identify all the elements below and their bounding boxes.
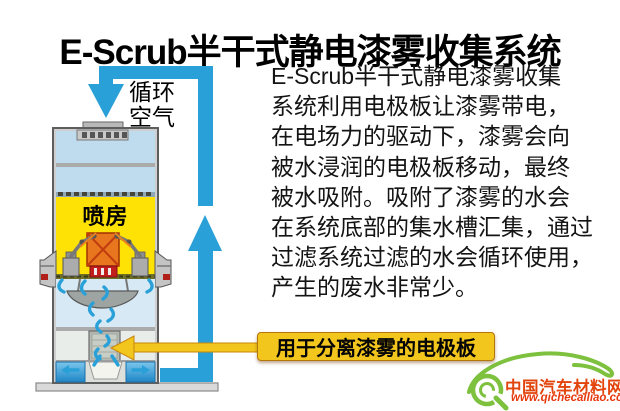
car-outline-icon xyxy=(467,351,615,394)
spray-jet xyxy=(79,232,97,248)
spray-booth-label: 喷房 xyxy=(82,204,129,229)
callout-arrow xyxy=(109,335,259,361)
filter-dashes xyxy=(58,192,151,196)
paint-robot-right xyxy=(114,232,149,277)
logo-q-icon xyxy=(470,373,509,411)
side-brackets xyxy=(39,250,172,288)
spray-booth xyxy=(39,197,172,288)
collection-funnel xyxy=(88,361,123,380)
site-name: 中国汽车材料网 xyxy=(505,379,620,397)
paint-robot-left xyxy=(62,232,97,277)
spray-jet xyxy=(114,232,132,248)
vent-slits xyxy=(82,132,127,138)
site-url: www.qichecailiao.com xyxy=(511,392,620,404)
site-logo-graphic xyxy=(467,351,615,411)
down-arrowhead-icon xyxy=(88,84,124,118)
filter-row xyxy=(56,192,155,197)
left-arrowhead-icon xyxy=(109,335,135,361)
tank-arrowheads xyxy=(61,365,150,375)
base-plate xyxy=(35,382,219,392)
water-tank-left xyxy=(55,361,86,383)
airflow-swirls xyxy=(57,278,154,372)
description-text: E-Scrub半干式静电漆雾收集 系统利用电极板让漆雾带电， 在电场力的驱动下，… xyxy=(271,63,593,301)
page-title: E-Scrub半干式静电漆雾收集系统 xyxy=(59,33,561,73)
lower-chamber xyxy=(55,278,156,383)
conveyor xyxy=(89,265,118,278)
water-tank-right xyxy=(125,361,156,383)
callout-label: 用于分离漆雾的电极板 xyxy=(257,332,495,361)
up-arrowhead-icon xyxy=(188,215,222,251)
circulating-air-label: 循环 空气 xyxy=(129,79,175,130)
water-tanks xyxy=(55,361,156,383)
